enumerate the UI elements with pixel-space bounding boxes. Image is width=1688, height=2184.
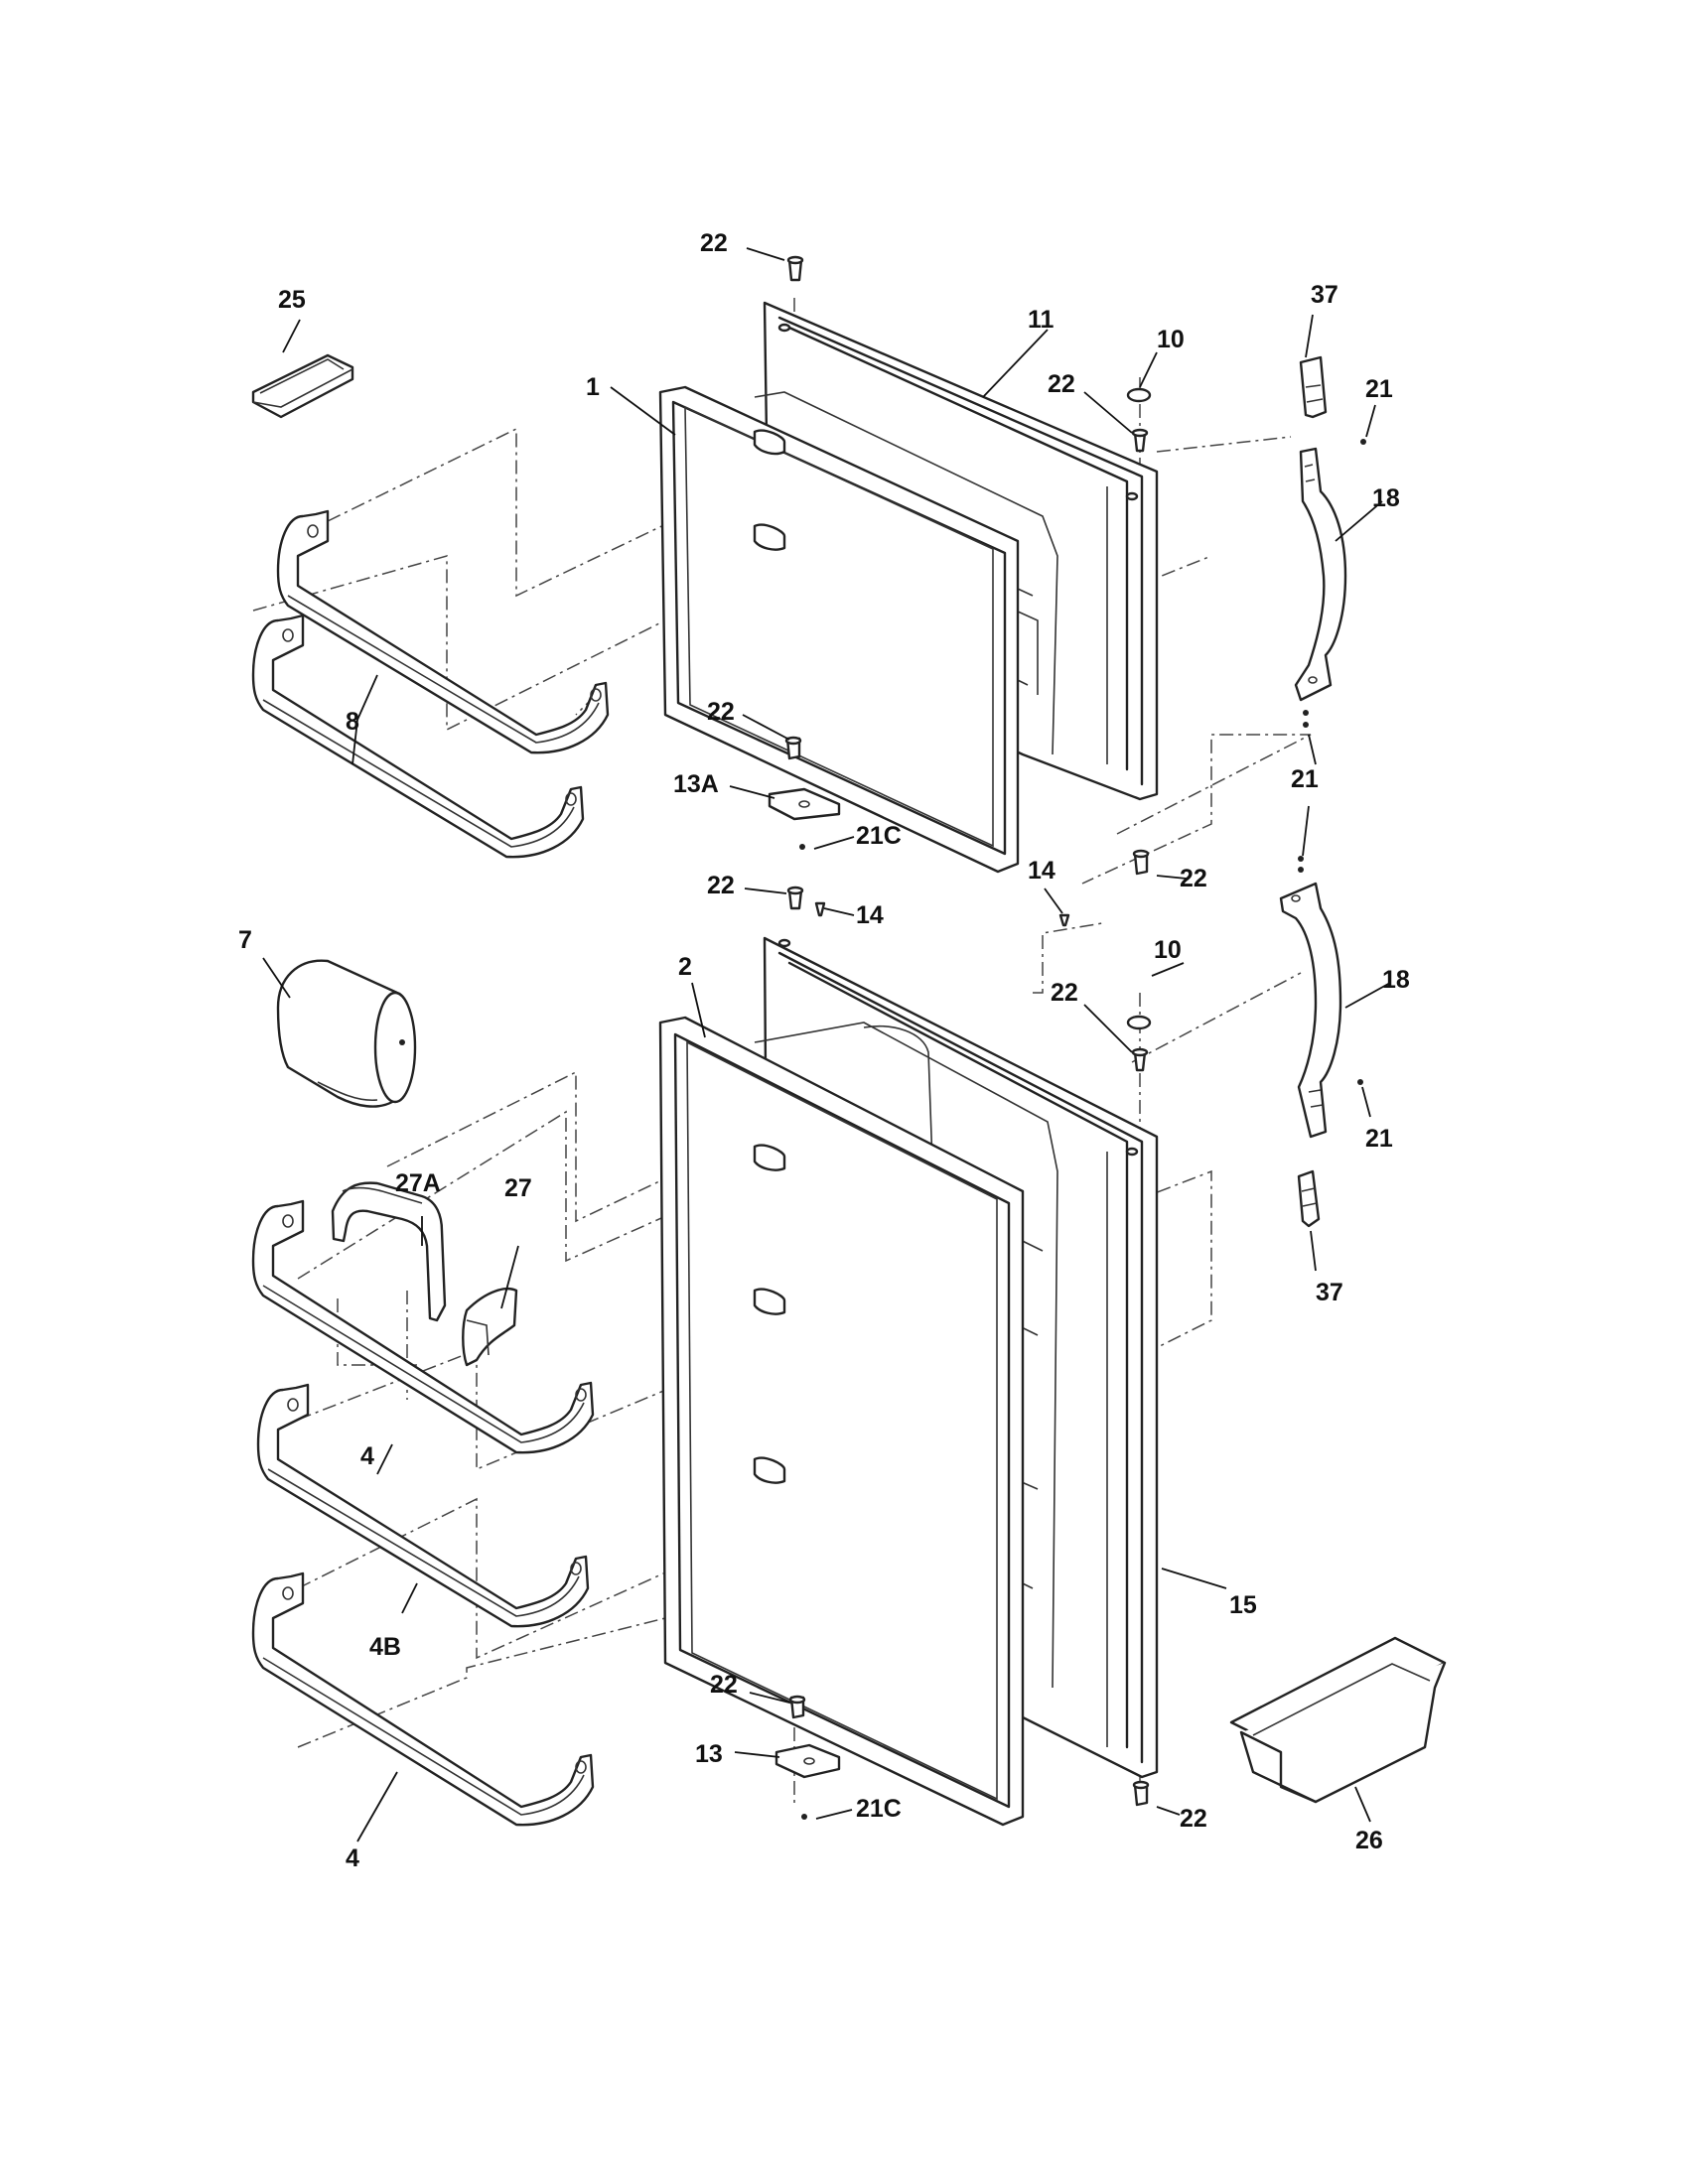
part-21-screw-d bbox=[1357, 1079, 1363, 1085]
part-8-freezer-shelf-lower bbox=[251, 614, 585, 859]
part-7-dairy-cover bbox=[276, 959, 417, 1108]
part-22-bushing-g bbox=[788, 1695, 806, 1719]
label-25: 25 bbox=[278, 286, 306, 314]
part-4-door-shelf-lower bbox=[251, 1571, 595, 1827]
label-21C-lower: 21C bbox=[856, 1795, 902, 1823]
part-8-freezer-shelf-upper bbox=[276, 509, 610, 754]
label-22-a: 22 bbox=[700, 229, 728, 257]
part-27-divider bbox=[462, 1288, 518, 1367]
part-37-handle-cap-upper bbox=[1299, 355, 1328, 419]
part-4-door-shelf-upper bbox=[251, 1199, 595, 1454]
part-22-bushing-d bbox=[1132, 849, 1150, 876]
part-21-screw-b bbox=[1303, 710, 1309, 728]
label-22-e: 22 bbox=[707, 872, 735, 899]
part-2-fresh-food-gasket bbox=[658, 1016, 1025, 1827]
label-4-upper: 4 bbox=[360, 1442, 374, 1470]
label-22-d: 22 bbox=[1180, 865, 1207, 892]
label-14-upper: 14 bbox=[856, 901, 884, 929]
part-14-screw-upper bbox=[814, 901, 826, 917]
part-22-bushing-h bbox=[1132, 1780, 1150, 1807]
part-37-handle-cap-lower bbox=[1297, 1169, 1321, 1228]
label-22-f: 22 bbox=[1051, 979, 1078, 1007]
label-21-c: 21 bbox=[1365, 1125, 1393, 1153]
part-13-hinge bbox=[774, 1743, 841, 1779]
part-22-bushing-e bbox=[786, 886, 804, 910]
part-18-handle-upper bbox=[1294, 447, 1347, 702]
label-4-lower: 4 bbox=[346, 1844, 359, 1872]
label-21-a: 21 bbox=[1365, 375, 1393, 403]
label-22-h: 22 bbox=[1180, 1805, 1207, 1833]
label-22-c: 22 bbox=[707, 698, 735, 726]
label-10-lower: 10 bbox=[1154, 936, 1182, 964]
callout-labels: 22 25 11 10 22 37 21 18 1 8 22 13A 21C 2… bbox=[238, 229, 1410, 1872]
part-18-handle-lower bbox=[1279, 882, 1342, 1139]
label-18-upper: 18 bbox=[1372, 484, 1400, 512]
part-21C-screw-lower bbox=[801, 1814, 807, 1820]
part-21-screw-a bbox=[1360, 439, 1366, 445]
part-21-screw-c bbox=[1298, 856, 1304, 873]
label-27A: 27A bbox=[395, 1169, 441, 1197]
label-18-lower: 18 bbox=[1382, 966, 1410, 994]
part-22-bushing-c bbox=[784, 736, 802, 760]
label-22-g: 22 bbox=[710, 1671, 738, 1699]
part-10-plug-upper bbox=[1126, 387, 1152, 403]
part-14-screw-lower bbox=[1058, 913, 1070, 927]
label-1: 1 bbox=[586, 373, 600, 401]
part-10-plug-lower bbox=[1126, 1015, 1152, 1030]
part-27A-can-dispenser bbox=[331, 1181, 447, 1322]
part-22-bushing-b bbox=[1131, 428, 1149, 453]
label-2: 2 bbox=[678, 953, 692, 981]
leader-lines bbox=[262, 247, 1391, 1843]
part-22-bushing-a bbox=[786, 255, 804, 282]
label-14-lower: 14 bbox=[1028, 857, 1055, 885]
label-13: 13 bbox=[695, 1740, 723, 1768]
label-7: 7 bbox=[238, 926, 252, 954]
label-37-lower: 37 bbox=[1316, 1279, 1343, 1306]
label-26: 26 bbox=[1355, 1827, 1383, 1854]
label-37-upper: 37 bbox=[1311, 281, 1338, 309]
label-22-b: 22 bbox=[1048, 370, 1075, 398]
label-11: 11 bbox=[1028, 306, 1055, 334]
label-27: 27 bbox=[504, 1174, 532, 1202]
part-13A-hinge bbox=[768, 787, 841, 821]
part-1-freezer-gasket bbox=[658, 385, 1020, 874]
label-4B: 4B bbox=[369, 1633, 401, 1661]
part-25-small-tray bbox=[251, 353, 354, 419]
part-4B-door-shelf bbox=[256, 1383, 590, 1628]
label-21-b: 21 bbox=[1291, 765, 1319, 793]
label-10-upper: 10 bbox=[1157, 326, 1185, 353]
part-26-crisper-bin bbox=[1229, 1636, 1447, 1804]
part-21C-screw-upper bbox=[799, 844, 805, 850]
part-22-bushing-f bbox=[1131, 1047, 1149, 1072]
label-15: 15 bbox=[1229, 1591, 1257, 1619]
label-21C-upper: 21C bbox=[856, 822, 902, 850]
label-8: 8 bbox=[346, 708, 359, 736]
label-13A: 13A bbox=[673, 770, 719, 798]
